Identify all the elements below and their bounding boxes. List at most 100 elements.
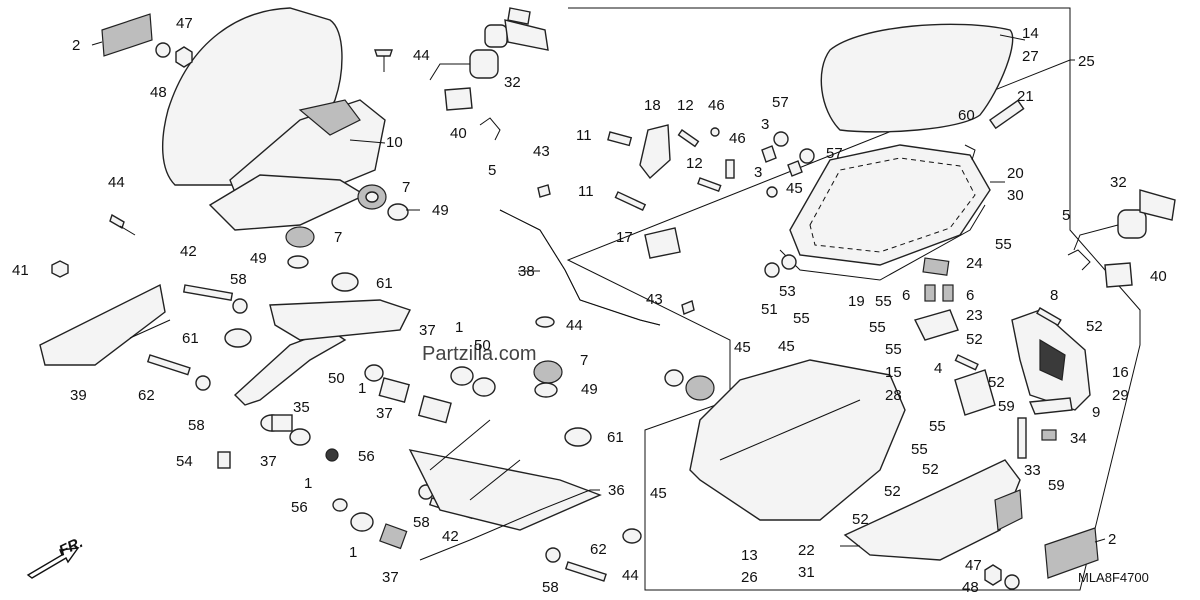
- callout-c21: 21: [1017, 88, 1034, 105]
- callout-c13: 13: [741, 547, 758, 564]
- bolt-44a: [374, 49, 393, 72]
- plug-61c: [564, 427, 592, 447]
- collar-50b: [472, 377, 496, 397]
- screw-46b: [725, 159, 735, 179]
- callout-c56a: 56: [358, 448, 375, 465]
- callout-c58b: 58: [188, 417, 205, 434]
- grommet-7a: [357, 184, 387, 210]
- bolt-44c: [535, 316, 555, 328]
- grommet-7b: [285, 226, 315, 248]
- callout-c29: 29: [1112, 387, 1129, 404]
- callout-c37a: 37: [260, 453, 277, 470]
- nut-56a: [325, 448, 339, 462]
- collar-1a: [289, 428, 311, 446]
- callout-c27: 27: [1022, 48, 1039, 65]
- callout-c55a: 55: [995, 236, 1012, 253]
- collar-49a: [387, 203, 409, 221]
- latch-assembly: [1011, 309, 1091, 411]
- heat-shield-39: [39, 283, 166, 366]
- callout-c43b: 43: [646, 291, 663, 308]
- callout-c42b: 42: [442, 528, 459, 545]
- latch-pin-8: [1036, 307, 1062, 327]
- callout-c19: 19: [848, 293, 865, 310]
- callout-c20: 20: [1007, 165, 1024, 182]
- spring-6a: [924, 284, 936, 302]
- callout-c40a: 40: [450, 125, 467, 142]
- callout-c47b: 47: [965, 557, 982, 574]
- callout-c52a: 52: [966, 331, 983, 348]
- callout-c52d: 52: [884, 483, 901, 500]
- callout-c42a: 42: [180, 243, 197, 260]
- collar-37c: [417, 395, 452, 424]
- collar-1c: [350, 512, 374, 532]
- callout-c28: 28: [885, 387, 902, 404]
- callout-c45d: 45: [650, 485, 667, 502]
- callout-c44b: 44: [108, 174, 125, 191]
- washer-57b: [799, 148, 815, 164]
- bolt-45a: [766, 186, 778, 198]
- callout-c52b: 52: [988, 374, 1005, 391]
- callout-c60: 60: [958, 107, 975, 124]
- callout-c46b: 46: [729, 130, 746, 147]
- callout-c26: 26: [741, 569, 758, 586]
- callout-c15: 15: [885, 364, 902, 381]
- right-reflector: [1044, 527, 1099, 579]
- callout-c12a: 12: [677, 97, 694, 114]
- callout-c46a: 46: [708, 97, 725, 114]
- stud-54: [217, 451, 231, 469]
- screw-46a: [710, 127, 720, 137]
- bolt-44d: [622, 528, 642, 544]
- callout-c50a: 50: [474, 337, 491, 354]
- grommet-7c: [685, 375, 715, 401]
- collar-37a: [260, 414, 293, 432]
- callout-c6a: 6: [902, 287, 910, 304]
- washer-58a: [232, 298, 248, 314]
- callout-c51: 51: [761, 301, 778, 318]
- callout-c55d: 55: [869, 319, 886, 336]
- callout-c55c: 55: [793, 310, 810, 327]
- hinge-plate-18: [639, 124, 671, 180]
- callout-c2a: 2: [72, 37, 80, 54]
- grommet-7d: [533, 360, 563, 384]
- nut-41: [51, 260, 69, 278]
- callout-labels: 2 47 48 44 32 40 5 10 7 49 7 49 44 42 41…: [12, 15, 1167, 596]
- hinge-pin-12a: [677, 129, 700, 148]
- callout-c25: 25: [1078, 53, 1095, 70]
- collar-49d: [534, 382, 558, 398]
- lock-cylinder-left: [429, 7, 549, 81]
- callout-c36: 36: [608, 482, 625, 499]
- callout-c10: 10: [386, 134, 403, 151]
- callout-c44c: 44: [566, 317, 583, 334]
- spring-34: [1041, 429, 1057, 441]
- nut-56b: [332, 498, 348, 512]
- callout-c12b: 12: [686, 155, 703, 172]
- callout-c11a: 11: [576, 127, 592, 144]
- callout-c47a: 47: [176, 15, 193, 32]
- callout-c32b: 32: [1110, 174, 1127, 191]
- front-direction-arrow-icon: [26, 547, 80, 579]
- left-reflector: [101, 13, 153, 57]
- callout-c16: 16: [1112, 364, 1129, 381]
- callout-c8: 8: [1050, 287, 1058, 304]
- bolt-43a: [537, 184, 551, 198]
- callout-c45a: 45: [786, 180, 803, 197]
- callout-c56b: 56: [291, 499, 308, 516]
- callout-c62a: 62: [138, 387, 155, 404]
- callout-c1b: 1: [455, 319, 463, 336]
- callout-c22: 22: [798, 542, 815, 559]
- nut-47b: [984, 564, 1002, 586]
- callout-c55b: 55: [875, 293, 892, 310]
- callout-c9: 9: [1092, 404, 1100, 421]
- nut-3a: [761, 145, 777, 163]
- washer-58b: [195, 375, 211, 391]
- watermark-text: Partzilla.com: [422, 343, 536, 365]
- hinge-pin-12b: [697, 177, 722, 193]
- callout-c58c: 58: [413, 514, 430, 531]
- saddlebag-outer-cover: [843, 459, 1023, 561]
- spring-6b: [942, 284, 954, 302]
- callout-c55g: 55: [911, 441, 928, 458]
- callout-c44d: 44: [622, 567, 639, 584]
- latch-24: [922, 257, 950, 276]
- callout-c31: 31: [798, 564, 815, 581]
- callout-c45b: 45: [734, 339, 751, 356]
